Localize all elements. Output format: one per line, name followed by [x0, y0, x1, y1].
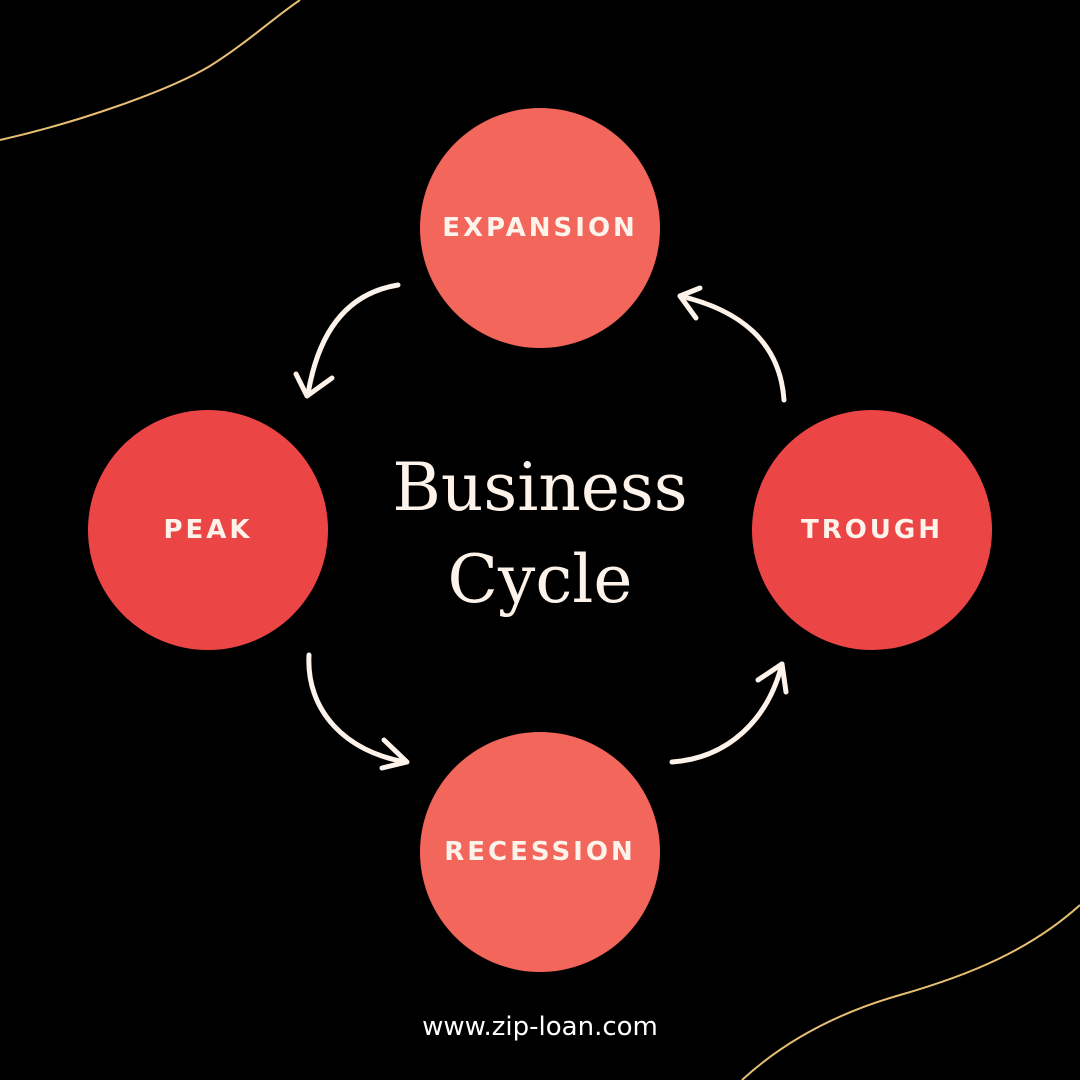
diagram-title-line1: Business	[392, 449, 688, 526]
stage-expansion: EXPANSION	[420, 108, 660, 348]
arrow-peak-to-recession	[306, 652, 410, 771]
stage-trough-label: TROUGH	[800, 515, 944, 545]
arrow-trough-to-expansion	[677, 285, 787, 403]
stage-recession: RECESSION	[420, 732, 660, 972]
stage-peak: PEAK	[88, 410, 328, 650]
stage-trough: TROUGH	[752, 410, 992, 650]
stage-expansion-label: EXPANSION	[442, 213, 638, 243]
diagram-title-line2: Cycle	[447, 541, 633, 618]
accent-curve-bottom-right	[741, 904, 1080, 1080]
diagram-title: Business Cycle	[340, 442, 740, 626]
accent-curve-top-left	[0, 0, 301, 141]
stage-peak-label: PEAK	[163, 515, 253, 545]
arrow-recession-to-trough	[669, 661, 789, 765]
stage-recession-label: RECESSION	[444, 837, 636, 867]
arrow-expansion-to-peak	[293, 282, 401, 399]
website-url: www.zip-loan.com	[422, 1012, 658, 1042]
